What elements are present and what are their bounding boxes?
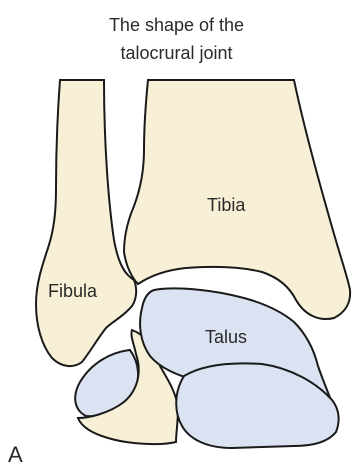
fibula-shape	[36, 80, 136, 366]
panel-label: A	[8, 442, 23, 467]
label-talus: Talus	[205, 327, 247, 347]
label-tibia: Tibia	[207, 195, 246, 215]
label-fibula: Fibula	[48, 281, 98, 301]
